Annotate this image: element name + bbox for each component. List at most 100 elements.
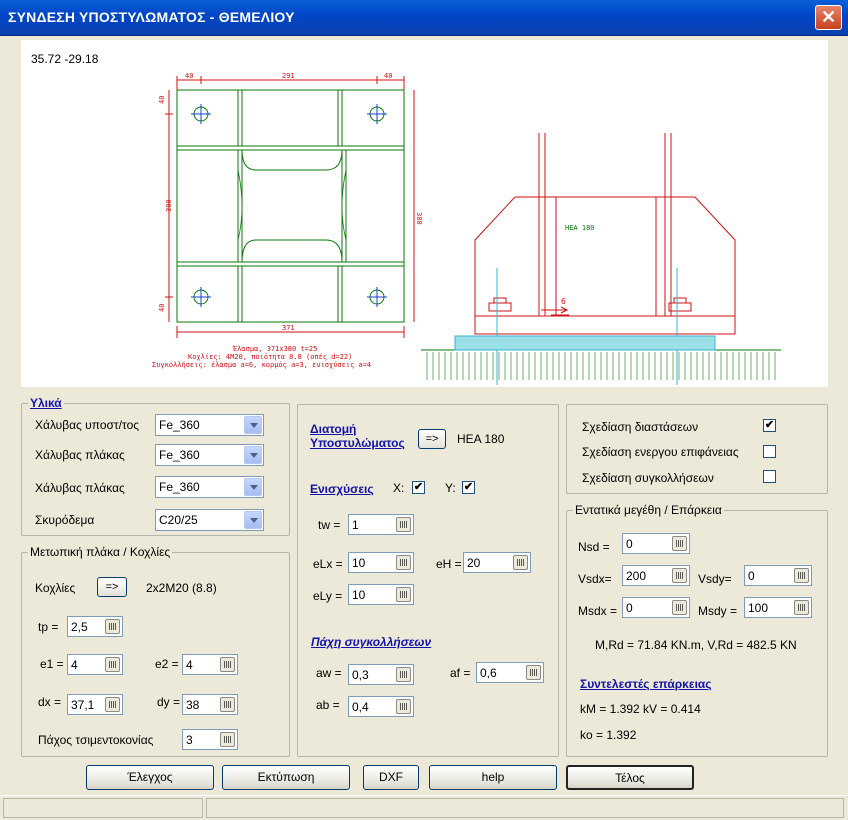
tp-label: tp = [38,620,59,634]
eh-label: eH = [436,557,462,571]
e1-label: e1 = [40,657,64,671]
ely-field[interactable]: 10 [348,584,414,605]
calculator-icon[interactable] [220,732,235,747]
af-label: af = [450,666,471,680]
elx-field[interactable]: 10 [348,552,414,573]
section-title-2: Υποστυλώματος [310,436,405,450]
chevron-down-icon[interactable] [244,478,262,496]
chevron-down-icon[interactable] [244,511,262,529]
grout-field[interactable]: 3 [182,729,238,750]
nsd-field[interactable]: 0 [622,533,690,554]
eh-field[interactable]: 20 [463,552,531,573]
dy-field[interactable]: 38 [182,694,238,715]
window-title: ΣΥΝΔΕΣΗ ΥΠΟΣΤΥΛΩΜΑΤΟΣ - ΘΕΜΕΛΙΟΥ [8,9,295,25]
vsdx-field[interactable]: 200 [622,565,690,586]
calculator-icon[interactable] [105,657,120,672]
plate-steel-2-select[interactable]: Fe_360 [155,476,264,498]
calculator-icon[interactable] [794,600,809,615]
print-button[interactable]: Εκτύπωση [222,765,350,790]
stiff-y-checkbox[interactable]: ✔ [462,481,475,494]
dx-label: dx = [38,695,62,709]
vsdy-label: Vsdy= [698,572,732,586]
weld-arrow-label: 6 [561,297,566,306]
column-steel-label: Χάλυβας υποστ/τος [35,418,140,432]
msdx-label: Msdx = [578,604,618,618]
chevron-down-icon[interactable] [244,416,262,434]
msdy-field[interactable]: 100 [744,597,812,618]
calculator-icon[interactable] [526,665,541,680]
ab-field[interactable]: 0,4 [348,696,414,717]
calculator-icon[interactable] [672,600,687,615]
bolts-button[interactable]: => [97,577,127,597]
af-field[interactable]: 0,6 [476,662,544,683]
calculator-icon[interactable] [396,667,411,682]
calculator-icon[interactable] [220,697,235,712]
calculator-icon[interactable] [220,657,235,672]
ab-label: ab = [316,698,340,712]
option-dimensions-label: Σχεδίαση διαστάσεων [582,420,699,434]
tp-field[interactable]: 2,5 [67,616,123,637]
vsdx-label: Vsdx= [578,572,612,586]
column-steel-value: Fe_360 [159,418,200,432]
status-bar [0,795,848,820]
ab-value: 0,4 [352,700,369,714]
resistance-text: M,Rd = 71.84 KN.m, V,Rd = 482.5 KN [595,638,797,652]
calculator-icon[interactable] [672,568,687,583]
plate-drawing: 40 291 40 40 300 40 380 371 Έλασμα, 371x… [152,72,781,385]
tw-field[interactable]: 1 [348,514,414,535]
section-group [297,404,559,757]
plate-bolts-group: Μετωπική πλάκα / Κοχλίες [21,545,290,757]
option-active-area-checkbox[interactable] [763,445,776,458]
calculator-icon[interactable] [396,517,411,532]
aw-field[interactable]: 0,3 [348,664,414,685]
ely-label: eLy = [313,589,343,603]
status-pane-2 [206,798,844,818]
tw-value: 1 [352,518,359,532]
e1-field[interactable]: 4 [67,654,123,675]
note-bolts: Κοχλίες: 4M20, ποιότητα 8.8 (οπές d=22) [188,353,352,361]
nsd-label: Nsd = [578,540,610,554]
check-button[interactable]: Έλεγχος [86,765,214,790]
section-title-1: Διατομή [310,422,357,436]
column-steel-select[interactable]: Fe_360 [155,414,264,436]
msdx-field[interactable]: 0 [622,597,690,618]
option-welds-checkbox[interactable] [763,470,776,483]
section-value: HEA 180 [457,432,505,446]
end-button[interactable]: Τέλος [566,765,694,790]
weld-thickness-title: Πάχη συγκολλήσεων [311,635,432,649]
concrete-select[interactable]: C20/25 [155,509,264,531]
cursor-coordinates: 35.72 -29.18 [31,52,99,66]
plate-bolts-title: Μετωπική πλάκα / Κοχλίες [30,545,171,559]
elx-value: 10 [352,556,366,570]
dxf-button[interactable]: DXF [363,765,419,790]
calculator-icon[interactable] [794,568,809,583]
calculator-icon[interactable] [513,555,528,570]
chevron-down-icon[interactable] [244,446,262,464]
forces-title: Εντατικά μεγέθη / Επάρκεια [575,503,722,517]
e2-value: 4 [186,658,193,672]
calculator-icon[interactable] [396,587,411,602]
help-button[interactable]: help [429,765,557,790]
vsdy-field[interactable]: 0 [744,565,812,586]
ko-text: ko = 1.392 [580,728,637,742]
dx-field[interactable]: 37,1 [67,694,123,715]
dim-371: 371 [282,324,295,332]
option-dimensions-checkbox[interactable]: ✔ [763,419,776,432]
plate-steel-select[interactable]: Fe_360 [155,444,264,466]
calculator-icon[interactable] [396,699,411,714]
bolts-label: Κοχλίες [35,581,76,595]
calculator-icon[interactable] [672,536,687,551]
status-pane-1 [3,798,203,818]
calculator-icon[interactable] [396,555,411,570]
close-button[interactable]: ✕ [815,5,842,30]
stiff-x-checkbox[interactable]: ✔ [412,481,425,494]
e2-field[interactable]: 4 [182,654,238,675]
title-bar[interactable]: ΣΥΝΔΕΣΗ ΥΠΟΣΤΥΛΩΜΑΤΟΣ - ΘΕΜΕΛΙΟΥ ✕ [0,0,848,36]
nsd-value: 0 [626,537,633,551]
dim-380: 380 [415,212,423,225]
calculator-icon[interactable] [105,697,120,712]
materials-group: Υλικά [21,396,290,536]
materials-title: Υλικά [30,396,62,410]
section-select-button[interactable]: => [418,429,446,449]
calculator-icon[interactable] [105,619,120,634]
